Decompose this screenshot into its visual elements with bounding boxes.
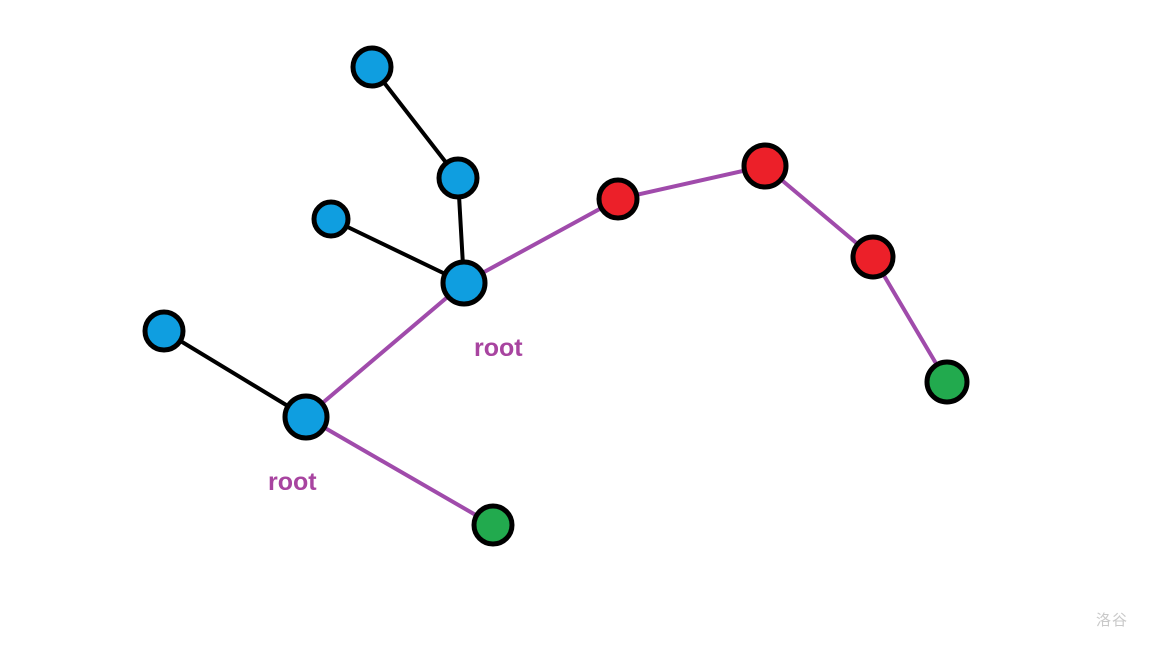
graph-edge-r1-r2 — [616, 164, 767, 201]
graph-node-b2[interactable] — [436, 156, 480, 200]
graph-node-r1[interactable] — [596, 177, 640, 221]
graph-node-b6[interactable] — [282, 393, 330, 441]
graph-edge-b3-b4 — [329, 217, 466, 285]
graph-edge-r3-g2 — [871, 255, 949, 384]
graph-node-b1[interactable] — [350, 45, 394, 89]
graph-node-b4[interactable] — [440, 259, 488, 307]
graph-node-b5[interactable] — [142, 309, 186, 353]
graph-node-g1[interactable] — [471, 503, 515, 547]
graph-edge-b4-r1 — [462, 197, 620, 285]
root-label-lower: root — [268, 468, 317, 496]
nodes-layer — [142, 45, 970, 547]
graph-node-r3[interactable] — [850, 234, 896, 280]
graph-node-r2[interactable] — [741, 142, 789, 190]
graph-edge-b5-b6 — [162, 329, 308, 419]
graph-node-g2[interactable] — [924, 359, 970, 405]
graph-edge-r2-r3 — [763, 164, 875, 259]
graph-node-b3[interactable] — [311, 199, 351, 239]
graph-edge-b1-b2 — [370, 65, 460, 180]
watermark-label: 洛谷 — [1095, 611, 1128, 629]
root-label-center: root — [474, 334, 523, 362]
labels-layer: root root — [268, 334, 523, 496]
edges-layer — [162, 65, 949, 527]
graph-edge-b6-b4 — [304, 281, 466, 419]
graph-edge-b6-g1 — [304, 415, 495, 527]
